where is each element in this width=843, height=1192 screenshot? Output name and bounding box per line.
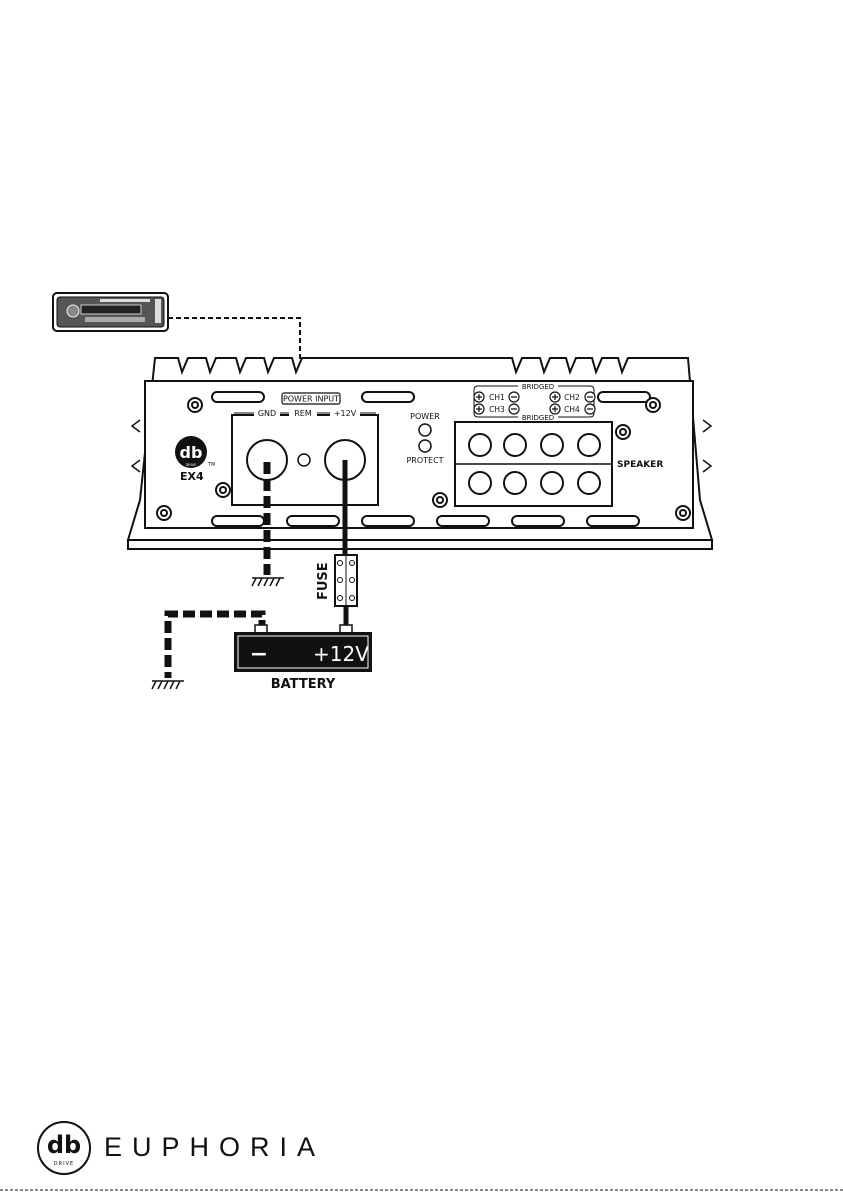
brand-logo-text: db <box>47 1131 81 1159</box>
brand-logo-sub: DRIVE <box>54 1161 74 1167</box>
brand-logo: db DRIVE <box>36 1121 92 1175</box>
amp-logo-text: db <box>180 443 203 462</box>
battery-ground-icon <box>152 681 184 689</box>
footer-brand: db DRIVE EUPHORIA <box>36 1121 336 1175</box>
power-led <box>419 424 431 436</box>
speaker-label: SPEAKER <box>617 460 663 470</box>
ch4-label: CH4 <box>564 405 580 414</box>
battery-negative-label: − <box>250 642 268 667</box>
battery-label: BATTERY <box>271 677 336 692</box>
bridged-bottom-label: BRIDGED <box>522 414 554 422</box>
power-led-label: POWER <box>410 412 440 421</box>
battery-positive-label: +12V <box>313 642 369 666</box>
rem-terminal <box>298 454 310 466</box>
amp-model: EX4 <box>180 470 204 483</box>
bridged-top-label: BRIDGED <box>522 383 554 391</box>
plus12v-label: +12V <box>334 409 357 418</box>
amp-logo-sub: DRIVE <box>186 463 197 467</box>
fuse-label: FUSE <box>316 562 331 600</box>
gnd-label: GND <box>258 409 276 418</box>
ch2-label: CH2 <box>564 393 580 402</box>
chassis-ground-icon <box>252 578 284 586</box>
rem-label: REM <box>294 409 312 418</box>
battery: − +12V <box>234 625 372 672</box>
protect-led-label: PROTECT <box>406 456 443 465</box>
head-unit <box>53 293 168 331</box>
amp-logo-tm: TM <box>207 462 215 468</box>
ch3-label: CH3 <box>489 405 505 414</box>
protect-led <box>419 440 431 452</box>
brand-name: EUPHORIA <box>104 1132 325 1163</box>
power-input-label: POWER INPUT <box>283 395 339 404</box>
amplifier-chassis <box>128 358 712 549</box>
fuse-icon <box>335 555 357 606</box>
ch1-label: CH1 <box>489 393 505 402</box>
